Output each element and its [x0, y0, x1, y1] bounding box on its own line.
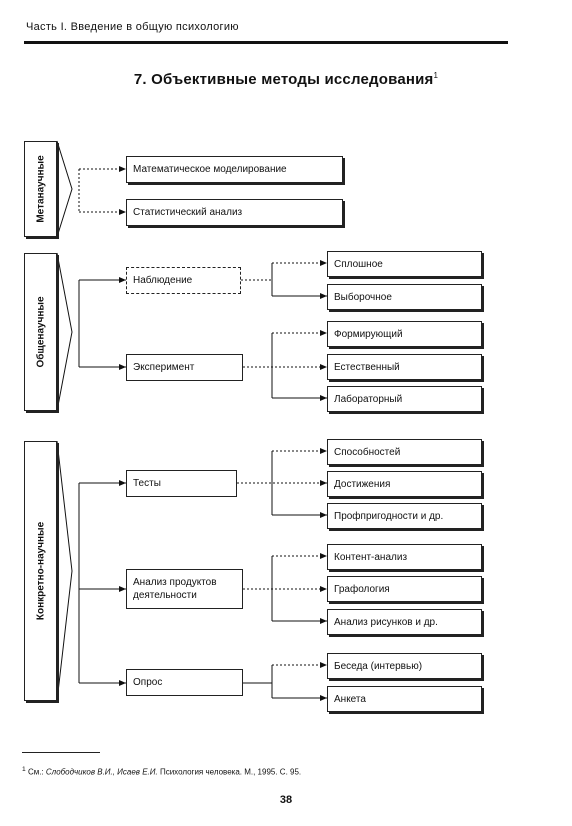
- connectors-konkretno: [78, 448, 327, 701]
- subtype-box: Контент-анализ: [327, 544, 482, 570]
- chevron-obshchenauchnye: [56, 252, 73, 412]
- footnote-text: Психология человека. М., 1995. С. 95.: [159, 767, 302, 777]
- connectors-obshchenauchnye: [78, 260, 327, 401]
- section-title: 7. Объективные методы исследования1: [0, 71, 572, 88]
- category-obshchenauchnye: Общенаучные: [24, 253, 57, 411]
- footnote-marker: 1: [433, 71, 439, 80]
- category-label: Конкретно-научные: [35, 521, 46, 621]
- method-box-tests: Тесты: [126, 470, 237, 497]
- method-box-survey: Опрос: [126, 669, 243, 696]
- subtype-box: Сплошное: [327, 251, 482, 277]
- header-rule: [24, 41, 508, 44]
- subtype-box: Графология: [327, 576, 482, 602]
- subtype-box: Беседа (интервью): [327, 653, 482, 679]
- connectors-metanauchnye: [78, 166, 126, 215]
- footnote-authors: Слободчиков В.И., Исаев Е.И.: [45, 767, 158, 777]
- chevron-metanauchnye: [56, 140, 73, 238]
- footnote-prefix: См.:: [27, 767, 44, 777]
- method-box-product-analysis: Анализ продуктов деятельности: [126, 569, 243, 609]
- method-box-statistical-analysis: Статистический анализ: [126, 199, 343, 226]
- subtype-box: Лабораторный: [327, 386, 482, 412]
- subtype-box: Формирующий: [327, 321, 482, 347]
- method-box-experiment: Эксперимент: [126, 354, 243, 381]
- category-label: Общенаучные: [35, 296, 46, 368]
- subtype-box: Естественный: [327, 354, 482, 380]
- subtype-box: Анкета: [327, 686, 482, 712]
- subtype-box: Выборочное: [327, 284, 482, 310]
- method-box-observation: Наблюдение: [126, 267, 241, 294]
- footnote: 1 См.: Слободчиков В.И., Исаев Е.И. Псих…: [22, 766, 301, 777]
- method-box-mathematical-modeling: Математическое моделирование: [126, 156, 343, 183]
- footnote-rule: [22, 752, 100, 753]
- section-title-text: 7. Объективные методы исследования: [133, 71, 434, 88]
- page-number: 38: [279, 794, 293, 806]
- subtype-box: Профпригодности и др.: [327, 503, 482, 529]
- footnote-mark: 1: [22, 766, 26, 773]
- category-konkretno-nauchnye: Конкретно-научные: [24, 441, 57, 701]
- running-head: Часть I. Введение в общую психологию: [26, 21, 239, 33]
- subtype-box: Достижения: [327, 471, 482, 497]
- category-label: Метанаучные: [35, 155, 46, 223]
- category-metanauchnye: Метанаучные: [24, 141, 57, 237]
- chevron-konkretno: [56, 440, 73, 702]
- subtype-box: Способностей: [327, 439, 482, 465]
- subtype-box: Анализ рисунков и др.: [327, 609, 482, 635]
